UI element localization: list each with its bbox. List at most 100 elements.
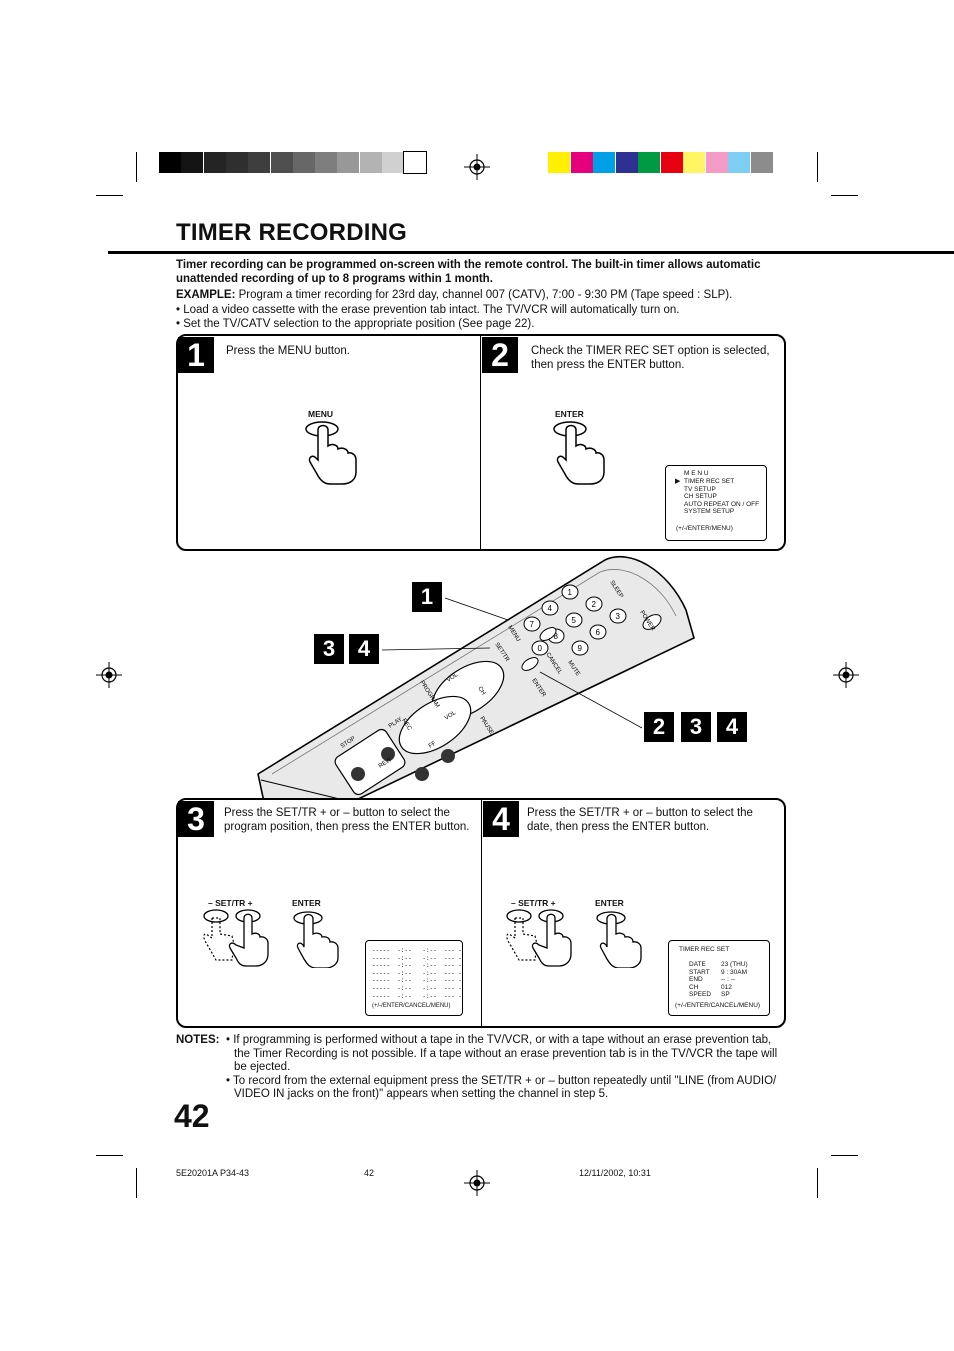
step-3-text: Press the SET/TR + or – button to select… [224,807,470,833]
crop-mark [136,152,137,182]
program-screen-footer: (+/-/ENTER/CANCEL/MENU) [372,1003,451,1009]
color-swatch [705,152,728,173]
registration-mark-icon [833,662,859,688]
step-2-text: Check the TIMER REC SET option is select… [531,345,770,371]
remote-number-key [609,608,627,624]
gray-swatch [337,152,360,173]
remote-key-label: 1 [568,588,573,597]
timer-screen-title: TIMER REC SET [679,946,730,953]
remote-label: VOL [444,710,458,722]
color-swatch [660,152,683,173]
gray-swatch [270,152,293,173]
settr-button-label: – SET/TR + [208,898,253,908]
registration-mark-icon [464,154,490,180]
note-item: • To record from the external equipment … [226,1074,777,1101]
crop-mark [817,152,818,182]
crop-mark [136,1168,137,1198]
remote-key-label: 8 [554,632,559,641]
menu-item: CH SETUP [684,493,717,500]
menu-item: TIMER REC SET [684,478,735,485]
color-swatch [570,152,593,173]
color-swatch [548,152,570,173]
registration-mark-icon [96,662,122,688]
example-text: EXAMPLE: Program a timer recording for 2… [176,288,796,302]
gray-swatch [225,152,248,173]
menu-screen-title: M E N U [684,470,709,477]
menu-item: AUTO REPEAT ON / OFF [684,500,760,508]
notes-label: NOTES: [176,1034,220,1046]
footer-page: 42 [364,1168,375,1178]
timer-label: CH [689,983,699,991]
color-swatch [638,152,660,173]
step-number-3: 3 [178,801,214,837]
remote-number-key [571,640,589,656]
color-swatch [593,152,615,173]
remote-key-label: 7 [530,620,535,629]
crop-mark [831,1155,858,1156]
color-swatch [728,152,750,173]
menu-screen-footer: (+/-/ENTER/MENU) [676,525,733,532]
enter-button-label: ENTER [292,898,321,908]
callout-step-4: 4 [717,712,747,742]
remote-label: VOL [446,672,460,684]
timer-screen-footer: (+/-/ENTER/CANCEL/MENU) [675,1002,761,1009]
remote-number-key [565,612,583,628]
callout-step-4: 4 [349,634,379,664]
page-number: 42 [174,1098,210,1134]
timer-label: END [689,976,703,983]
pressing-hand-icon [293,911,339,968]
bullet-item: • Load a video cassette with the erase p… [176,304,680,316]
remote-key-label: 5 [572,616,577,625]
example-label: EXAMPLE: [176,289,236,301]
remote-number-key [541,600,559,616]
menu-screen: M E N U ▶ TIMER REC SET TV SETUP CH SETU… [665,465,767,541]
note-item: • If programming is performed without a … [226,1034,778,1073]
pressing-hand-icon [203,909,269,967]
timer-screen-labels: DATE START END CH SPEED [689,961,711,999]
menu-button-label: MENU [308,409,334,419]
gray-swatch [403,151,428,174]
enter-button-label: ENTER [595,898,624,908]
panel-divider [481,800,482,1026]
remote-label: FF [428,740,438,749]
crop-mark [831,195,858,196]
menu-item: SYSTEM SETUP [684,508,735,515]
gray-swatch [159,152,181,173]
callout-step-3: 3 [314,634,344,664]
footer-filename: 5E20201A P34-43 [176,1168,250,1178]
remote-number-key [561,584,579,600]
timer-label: SPEED [689,991,712,998]
notes-section: NOTES: • If programming is performed wit… [176,1034,788,1102]
gray-swatch [315,152,338,173]
crop-mark [96,195,123,196]
intro-text: Timer recording can be programmed on-scr… [176,259,761,285]
step-number-4: 4 [483,801,519,837]
program-list: ----- -:-- -:-- --- - ----- -:-- -:-- --… [372,947,463,1000]
gray-swatch [292,152,315,173]
callout-step-2: 2 [644,712,674,742]
gray-swatch [359,152,382,173]
menu-screen-items: TIMER REC SET TV SETUP CH SETUP AUTO REP… [684,478,759,516]
bullet-item: • Set the TV/CATV selection to the appro… [176,318,535,330]
timer-label: START [689,968,710,976]
enter-button-label: ENTER [555,409,584,419]
remote-key-label: 0 [538,644,543,653]
color-swatch [683,152,705,173]
timer-value: SP [721,991,730,998]
remote-number-key [523,616,541,632]
panel-divider [480,336,481,549]
program-list-screen: ----- -:-- -:-- --- - ----- -:-- -:-- --… [365,940,463,1016]
gray-swatch [203,152,226,173]
step-4-text: Press the SET/TR + or – button to select… [527,807,753,833]
cursor-arrow-icon: ▶ [675,478,681,485]
timer-rec-set-screen: TIMER REC SET DATE START END CH SPEED 23… [668,940,770,1016]
title-rule [108,251,954,254]
callout-step-1: 1 [412,582,442,612]
step-1-text: Press the MENU button. [226,345,350,357]
timer-value: -- : -- [721,976,736,983]
pressing-hand-icon [553,421,605,485]
page-title: TIMER RECORDING [176,219,407,246]
pressing-hand-icon [305,421,357,485]
timer-value: 23 (THU) [721,961,748,968]
